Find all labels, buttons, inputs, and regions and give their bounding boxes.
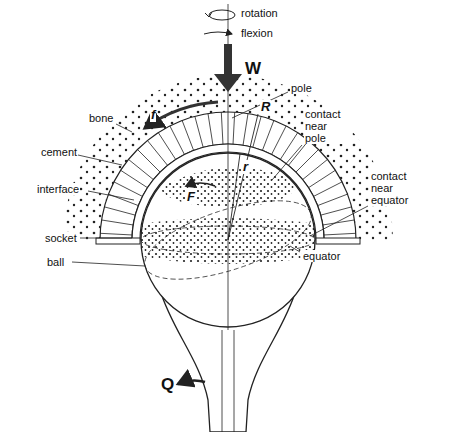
hatch-line (296, 149, 319, 172)
hatch-line (104, 207, 135, 215)
hatch-line (321, 207, 352, 215)
part-label: bone (88, 112, 114, 124)
radius-line (228, 114, 258, 240)
hatch-line (314, 182, 343, 197)
hatch-line (208, 114, 213, 146)
hatch-line (243, 114, 248, 146)
load-arrow (214, 44, 242, 92)
hatch-line (303, 159, 328, 179)
hatch-line (288, 141, 308, 166)
force-arrow (186, 183, 215, 186)
flexion-arrow (204, 32, 232, 34)
hatch-line (324, 233, 356, 235)
hatch-line (121, 170, 148, 187)
load-symbol: W (244, 60, 262, 78)
hatch-line (158, 133, 175, 160)
dimension-symbol: r (242, 160, 249, 174)
part-label: pole (290, 82, 313, 94)
stem-line (222, 330, 223, 432)
part-label: contact near pole (304, 108, 350, 144)
hatch-line (221, 112, 223, 144)
hatch-line (262, 121, 273, 151)
motion-label: flexion (240, 27, 274, 39)
rotation-arrowhead (205, 12, 212, 17)
part-label: equator (302, 250, 341, 262)
hatch-line (309, 170, 336, 187)
socket-rim (96, 238, 140, 244)
dimension-symbol: R (260, 100, 271, 114)
hatch-line (323, 220, 355, 225)
stem-line (234, 330, 235, 432)
hatch-line (272, 126, 287, 155)
part-label: contact near equator (370, 170, 418, 206)
hatch-line (195, 116, 203, 147)
rotation-arrow (209, 10, 235, 20)
part-label: cement (40, 146, 78, 158)
torque-symbol: Q (160, 376, 175, 394)
hatch-line (280, 133, 297, 160)
leader-lines (72, 92, 368, 266)
part-label: socket (44, 232, 78, 244)
hatch-line (182, 121, 193, 151)
force-symbol: F (186, 190, 196, 204)
hatch-line (100, 233, 132, 235)
part-label: interface (36, 183, 80, 195)
motion-label: rotation (240, 7, 279, 19)
socket-rim (316, 238, 360, 244)
hatch-line (114, 182, 143, 197)
friction-arrow (145, 102, 218, 128)
torque-arrow (178, 380, 205, 384)
hatch-line (147, 141, 167, 166)
force-symbol: f (150, 108, 156, 122)
hatch-line (170, 126, 185, 155)
hatch-line (102, 220, 134, 225)
radius-line (228, 154, 240, 240)
hatch-line (318, 194, 348, 205)
part-label: ball (46, 256, 65, 268)
hatch-line (137, 149, 160, 172)
hatch-line (129, 159, 154, 179)
